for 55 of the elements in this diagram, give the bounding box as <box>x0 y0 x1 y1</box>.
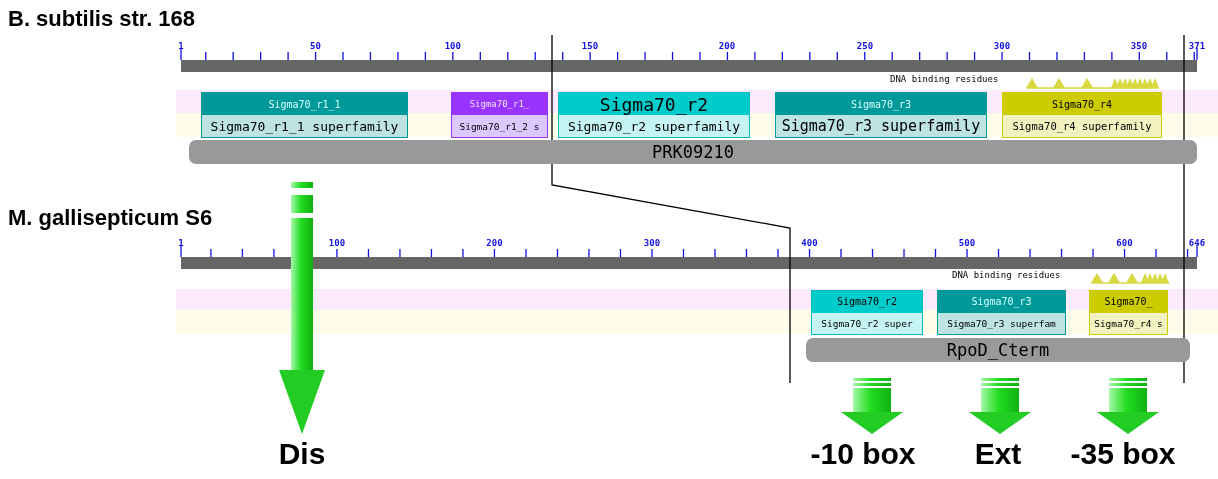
domain-name: Sigma70_r2 <box>559 93 749 115</box>
arrow <box>841 378 903 434</box>
tick-label: 646 <box>1188 238 1206 248</box>
tick-label: 200 <box>486 238 503 248</box>
track-label: DNA binding residues <box>890 74 999 84</box>
region-label: -35 box <box>1070 437 1176 471</box>
superfamily-name: Sigma70_r4 superfamily <box>1011 119 1153 135</box>
superfamily-name: Sigma70_r3 superfamily <box>780 116 982 137</box>
protein-bar: RpoD_Cterm <box>806 338 1190 362</box>
tick-label: 150 <box>581 41 599 51</box>
tick-label: 100 <box>328 238 346 248</box>
domain-box <box>1002 92 1162 138</box>
domain-name: Sigma70_r2 <box>812 291 922 313</box>
domain-name: Sigma70_r3 <box>776 93 986 115</box>
superfamily-name: Sigma70_r2 super <box>820 316 914 331</box>
domain-box <box>201 92 408 138</box>
tick-label: 300 <box>993 41 1011 51</box>
tick-label: 371 <box>1188 41 1206 51</box>
tick-label: 50 <box>310 41 321 51</box>
tick-label: 350 <box>1130 41 1148 51</box>
arrow <box>969 378 1031 434</box>
tick-label: 600 <box>1116 238 1133 248</box>
species-heading: M. gallisepticum S6 <box>8 205 213 231</box>
species-heading: B. subtilis str. 168 <box>8 6 196 32</box>
track-label: DNA binding residues <box>952 270 1061 280</box>
tick-label: 300 <box>643 238 661 248</box>
superfamily-name: Sigma70_r1_1 superfamily <box>209 117 400 136</box>
superfamily-name: Sigma70_r4 s <box>1093 316 1164 331</box>
superfamily-name: Sigma70_r2 superfamily <box>566 117 742 136</box>
superfamily-name: Sigma70_r1_2 s <box>458 119 541 134</box>
domain-box <box>775 92 987 138</box>
tick-label: 400 <box>801 238 818 248</box>
domain-name: Sigma70_ <box>1090 291 1167 313</box>
domain-name: Sigma70_r1_1 <box>202 93 407 115</box>
superfamily-name: Sigma70_r3 superfam <box>946 316 1057 331</box>
protein-bar: PRK09210 <box>189 140 1197 164</box>
domain-box <box>558 92 750 138</box>
domain-name: Sigma70_r1_ <box>452 93 547 115</box>
tick-label: 200 <box>718 41 736 51</box>
region-label: Dis <box>278 437 326 471</box>
tick-label: 500 <box>958 238 976 248</box>
tick-label: 250 <box>856 41 874 51</box>
domain-box <box>937 290 1066 335</box>
domain-box <box>811 290 923 335</box>
arrow <box>1097 378 1159 434</box>
region-label: Ext <box>974 437 1022 471</box>
domain-box <box>1089 290 1168 335</box>
domain-box <box>451 92 548 138</box>
arrow <box>279 182 325 434</box>
tick-label: 1 <box>178 41 184 51</box>
tick-label: 100 <box>444 41 461 51</box>
tick-label: 1 <box>178 238 184 248</box>
domain-name: Sigma70_r4 <box>1003 93 1161 115</box>
region-label: -10 box <box>810 437 916 471</box>
domain-name: Sigma70_r3 <box>938 291 1065 313</box>
